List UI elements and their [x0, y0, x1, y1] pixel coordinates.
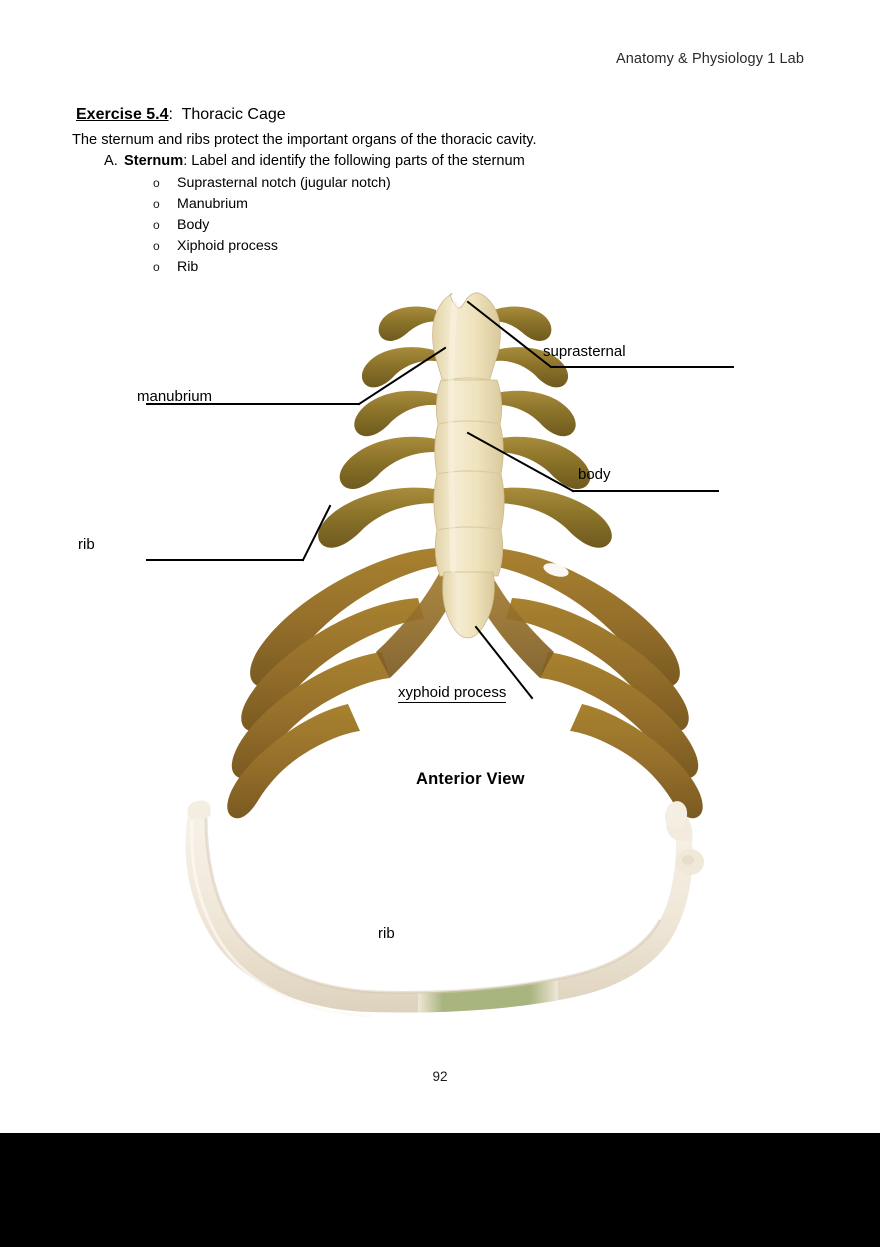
exercise-heading: Exercise 5.4: Thoracic Cage: [76, 106, 286, 124]
rib-tubercle-facet: [682, 855, 694, 865]
rib-inner-shading: [204, 817, 662, 994]
exercise-separator: :: [168, 106, 173, 123]
sternum-bone: [432, 292, 505, 639]
leader-suprasternal-diagonal: [466, 300, 553, 369]
list-item-a: A. Sternum: Label and identify the follow…: [104, 153, 525, 169]
page-number: 92: [432, 1069, 448, 1084]
label-manubrium: manubrium: [137, 388, 213, 405]
list-item: o Body: [153, 217, 391, 238]
list-item: o Manubrium: [153, 196, 391, 217]
leader-rib-diagonal: [301, 504, 332, 562]
ribs-right-lower: [462, 547, 703, 819]
list-item-label: Suprasternal notch (jugular notch): [177, 175, 391, 191]
circle-bullet-icon: o: [153, 239, 160, 253]
list-item-label: Xiphoid process: [177, 238, 278, 254]
leader-manubrium-diagonal: [357, 346, 447, 406]
circle-bullet-icon: o: [153, 260, 160, 274]
running-head: Anatomy & Physiology 1 Lab: [616, 51, 804, 67]
exercise-title: Thoracic Cage: [181, 106, 286, 123]
isolated-rib-figure: [0, 790, 880, 1040]
list-item: o Xiphoid process: [153, 238, 391, 259]
intro-sentence: The sternum and ribs protect the importa…: [72, 132, 537, 148]
list-item: o Suprasternal notch (jugular notch): [153, 175, 391, 196]
list-item-a-term: Sternum: [124, 153, 184, 169]
document-page: Anatomy & Physiology 1 Lab Exercise 5.4:…: [0, 51, 880, 1084]
rib-outer-highlight: [190, 819, 373, 1018]
label-xyphoid-process: xyphoid process: [398, 684, 507, 703]
label-body: body: [578, 466, 611, 483]
ribs-left-upper: [318, 306, 450, 548]
list-item-label: Rib: [177, 259, 199, 275]
label-suprasternal: suprasternal: [543, 343, 626, 360]
circle-bullet-icon: o: [153, 197, 160, 211]
rib-head-cap: [664, 801, 688, 829]
label-rib-isolated: rib: [378, 925, 395, 942]
leader-xyphoid-diagonal: [474, 625, 534, 700]
rib-green-segment: [418, 980, 558, 1013]
sternum-parts-list: o Suprasternal notch (jugular notch) o M…: [153, 175, 391, 280]
list-item-a-text: : Label and identify the following parts…: [183, 153, 525, 169]
circle-bullet-icon: o: [153, 176, 160, 190]
exercise-label: Exercise 5.4: [76, 106, 169, 123]
leader-body-diagonal: [466, 431, 575, 493]
list-item-label: Manubrium: [177, 196, 248, 212]
list-item-a-marker: A.: [104, 153, 118, 169]
rib-anterior-cap: [187, 800, 211, 820]
label-rib-upper: rib: [78, 536, 95, 553]
bottom-black-band: [0, 1133, 880, 1247]
sternum-ribcage-figure: [0, 280, 880, 820]
circle-bullet-icon: o: [153, 218, 160, 232]
list-item: o Rib: [153, 259, 391, 280]
list-item-label: Body: [177, 217, 210, 233]
ribs-right-upper: [480, 306, 612, 548]
figure-caption-anterior-view: Anterior View: [416, 770, 525, 788]
leader-lines: [146, 300, 734, 700]
